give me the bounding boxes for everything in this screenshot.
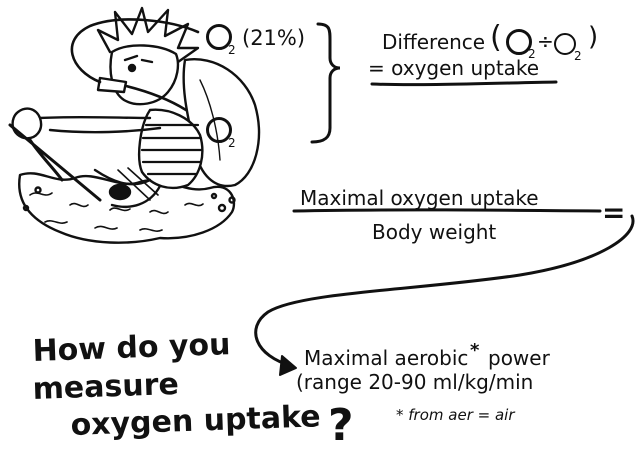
bracket xyxy=(312,24,340,142)
arrow-head xyxy=(280,356,296,375)
o2-difference-second xyxy=(554,33,576,55)
arms xyxy=(40,117,160,132)
question-line-2: measure xyxy=(32,367,179,407)
maximal-aerobic-label: Maximal aerobic xyxy=(304,346,468,370)
power-label: power xyxy=(488,346,550,370)
oar xyxy=(10,125,100,200)
o2-exhaled-subscript: 2 xyxy=(228,137,236,149)
oxygen-uptake-result: = oxygen uptake xyxy=(368,56,539,80)
result-underline xyxy=(372,82,556,85)
o2-difference-second-subscript: 2 xyxy=(574,50,582,62)
aerobic-asterisk: * xyxy=(470,340,479,361)
difference-close-paren: ) xyxy=(588,22,598,52)
fraction-numerator: Maximal oxygen uptake xyxy=(300,186,539,210)
inhaled-percentage: (21%) xyxy=(242,26,305,50)
aerobic-range: (range 20-90 ml/kg/min xyxy=(296,370,533,394)
hands xyxy=(13,109,41,139)
difference-open-paren: ( xyxy=(490,20,502,55)
fraction-bar xyxy=(294,210,600,211)
question-line-1: How do you xyxy=(32,327,231,369)
question-mark: ? xyxy=(328,400,354,451)
difference-label: Difference xyxy=(382,30,485,54)
fraction-denominator: Body weight xyxy=(372,220,496,244)
head xyxy=(111,45,178,104)
o2-inhaled-subscript: 2 xyxy=(228,44,236,56)
aer-footnote: * from aer = air xyxy=(396,406,515,424)
difference-divide-sign: ÷ xyxy=(537,29,554,53)
fraction-equals-sign: = xyxy=(602,196,625,229)
